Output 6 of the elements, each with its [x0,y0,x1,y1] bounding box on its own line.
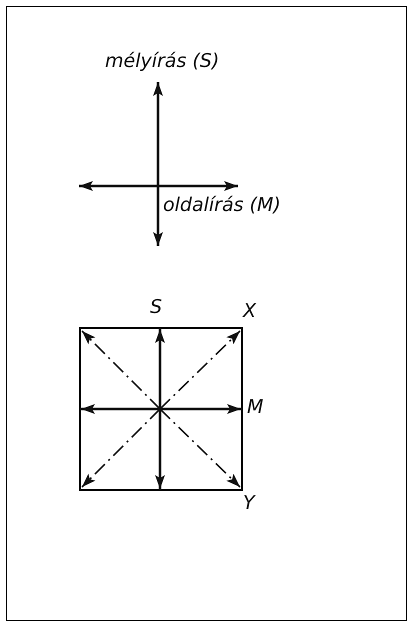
direction-label: M [247,398,264,417]
direction-label: X [243,302,256,321]
axis-label: mélyírás (S) [105,52,220,71]
direction-label: S [150,298,162,317]
direction-label: Y [243,494,255,513]
axis-label: oldalírás (M) [163,196,281,215]
